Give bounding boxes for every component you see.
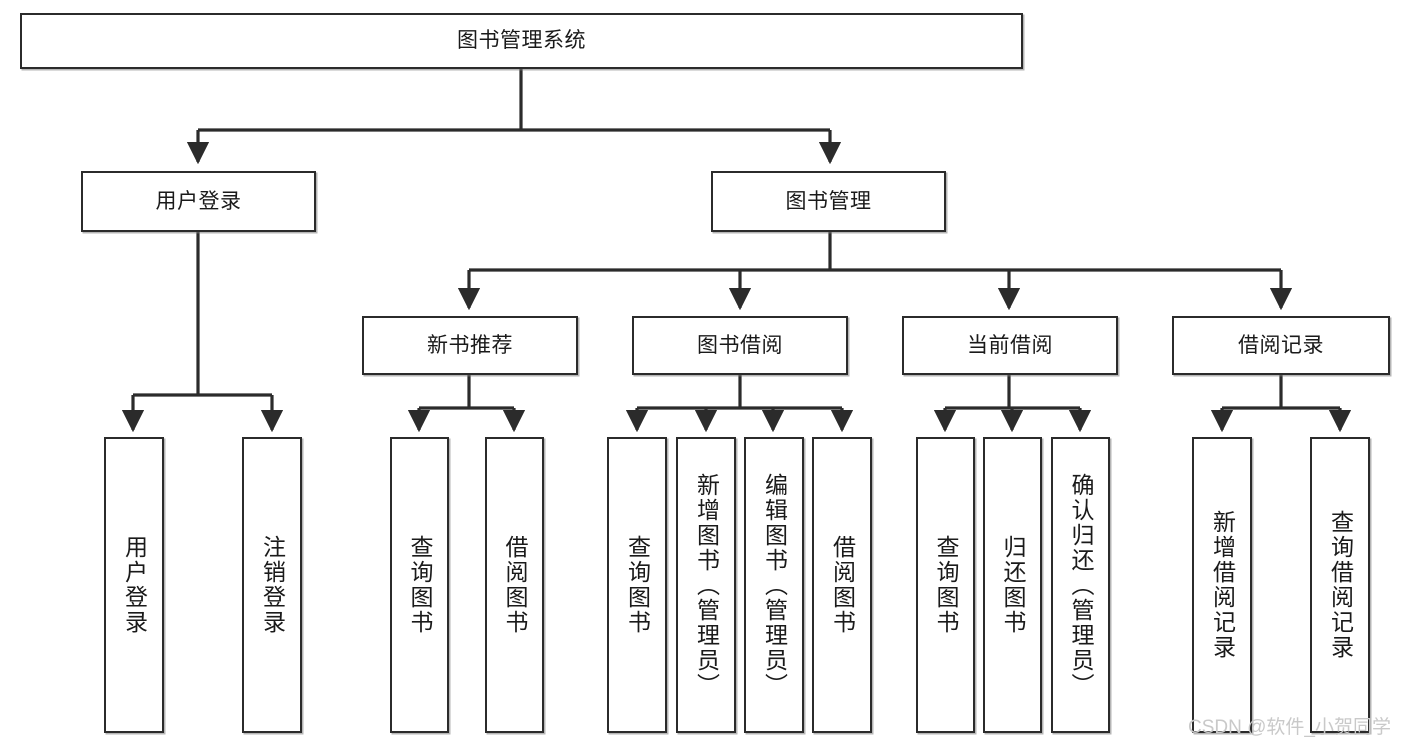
node-book-manage-label: 图书管理 (785, 189, 872, 213)
node-borrow-record[interactable]: 借阅记录 (1172, 316, 1390, 375)
node-leaf-borrow-edit-label: 编辑图书（管理员） (761, 472, 788, 698)
node-leaf-rec-search[interactable]: 查询借阅记录 (1310, 437, 1370, 733)
node-new-book-rec-label: 新书推荐 (427, 333, 513, 357)
node-current-borrow-label: 当前借阅 (967, 333, 1053, 357)
node-leaf-borrow-add-label: 新增图书（管理员） (693, 472, 720, 698)
node-leaf-rec-borrow-label: 借阅图书 (502, 535, 528, 635)
node-leaf-rec-query[interactable]: 查询图书 (390, 437, 449, 733)
node-leaf-rec-add[interactable]: 新增借阅记录 (1192, 437, 1252, 733)
node-root-label: 图书管理系统 (457, 29, 586, 53)
node-book-borrow[interactable]: 图书借阅 (632, 316, 848, 375)
node-leaf-user-logout[interactable]: 注销登录 (242, 437, 302, 733)
node-leaf-borrow-edit[interactable]: 编辑图书（管理员） (744, 437, 804, 733)
node-leaf-cur-query[interactable]: 查询图书 (916, 437, 975, 733)
node-leaf-rec-query-label: 查询图书 (407, 535, 433, 635)
node-leaf-borrow-add[interactable]: 新增图书（管理员） (676, 437, 736, 733)
node-leaf-user-logout-label: 注销登录 (259, 535, 286, 635)
node-leaf-rec-add-label: 新增借阅记录 (1209, 510, 1236, 660)
node-leaf-rec-borrow[interactable]: 借阅图书 (485, 437, 544, 733)
node-leaf-cur-confirm[interactable]: 确认归还（管理员） (1051, 437, 1110, 733)
node-borrow-record-label: 借阅记录 (1238, 333, 1324, 357)
node-book-manage[interactable]: 图书管理 (711, 171, 946, 232)
node-user-login-label: 用户登录 (155, 189, 242, 213)
node-leaf-user-login[interactable]: 用户登录 (104, 437, 164, 733)
node-leaf-borrow-query-label: 查询图书 (624, 535, 651, 635)
node-leaf-borrow-query[interactable]: 查询图书 (607, 437, 667, 733)
node-leaf-cur-confirm-label: 确认归还（管理员） (1068, 472, 1094, 698)
node-leaf-cur-return-label: 归还图书 (1000, 535, 1026, 635)
node-leaf-cur-return[interactable]: 归还图书 (983, 437, 1042, 733)
node-new-book-rec[interactable]: 新书推荐 (362, 316, 578, 375)
node-leaf-user-login-label: 用户登录 (121, 535, 148, 635)
node-book-borrow-label: 图书借阅 (697, 333, 783, 357)
node-root[interactable]: 图书管理系统 (20, 13, 1023, 69)
node-user-login[interactable]: 用户登录 (81, 171, 316, 232)
node-leaf-borrow-do[interactable]: 借阅图书 (812, 437, 872, 733)
node-leaf-cur-query-label: 查询图书 (933, 535, 959, 635)
node-leaf-borrow-do-label: 借阅图书 (829, 535, 856, 635)
node-leaf-rec-search-label: 查询借阅记录 (1327, 510, 1354, 660)
node-current-borrow[interactable]: 当前借阅 (902, 316, 1118, 375)
